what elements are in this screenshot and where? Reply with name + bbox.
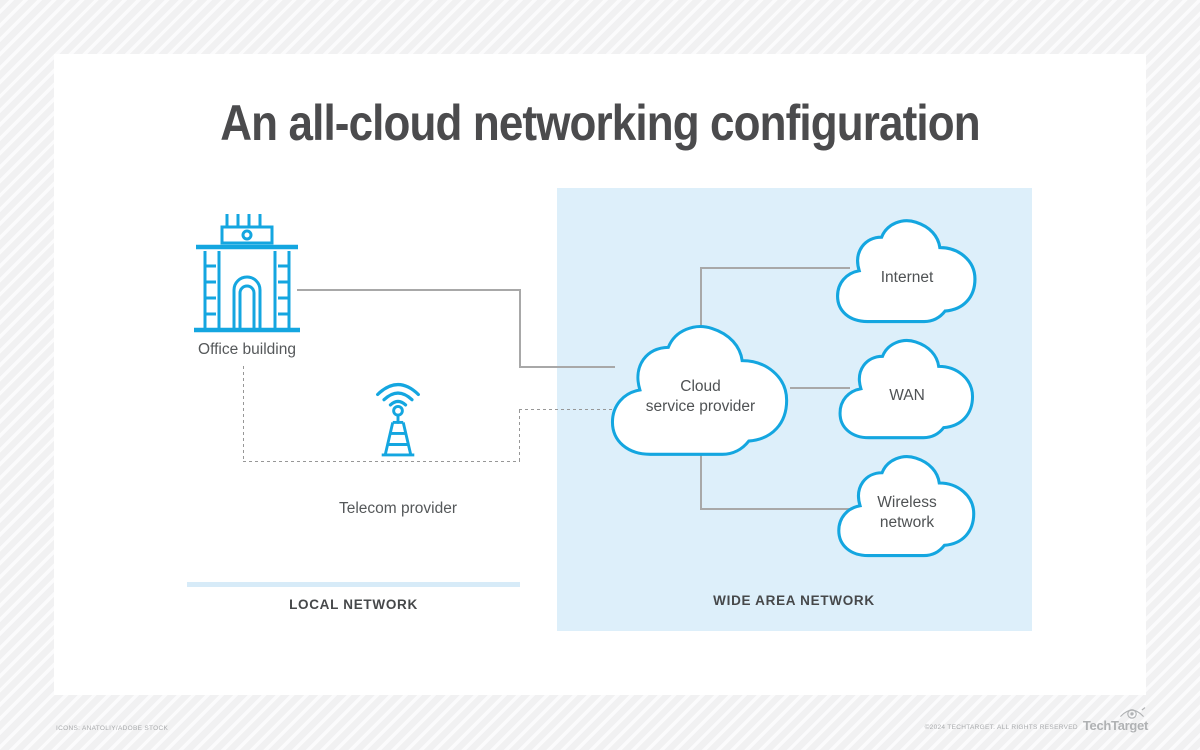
telecom-provider-label: Telecom provider <box>338 500 458 517</box>
connector-csp-to-wan <box>790 387 850 389</box>
cloud-service-provider-label: Cloud service provider <box>646 361 755 417</box>
connector-csp-to-wireless <box>700 508 850 510</box>
connector-dashed-to-csp <box>519 409 615 411</box>
connector-dashed-up <box>519 410 521 462</box>
cloud-service-provider-node: Cloud service provider <box>593 318 808 460</box>
connector-dashed-office-down <box>243 366 245 462</box>
techtarget-logo: TechTarget <box>1083 706 1148 732</box>
csp-label-line1: Cloud <box>680 378 721 395</box>
techtarget-eye-icon <box>1120 707 1146 719</box>
csp-label-line2: service provider <box>645 398 756 415</box>
wan-label: WAN <box>889 387 925 404</box>
connector-office-to-csp-h1 <box>297 289 520 291</box>
connector-dashed-through-telecom <box>243 461 520 463</box>
internet-node: Internet <box>826 214 988 326</box>
internet-label: Internet <box>880 269 934 286</box>
telecom-tower-icon <box>366 342 430 490</box>
footer-right: ©2024 TECHTARGET. ALL RIGHTS RESERVED Te… <box>925 706 1148 732</box>
wireless-network-label: Wireless network <box>877 477 936 533</box>
office-building-label: Office building <box>198 341 296 358</box>
wireless-network-node: Wireless network <box>826 450 988 560</box>
office-building-icon <box>192 212 302 334</box>
wireless-label-line1: Wireless <box>877 494 937 511</box>
connector-office-to-csp-v <box>519 289 521 367</box>
wan-node: WAN <box>826 334 988 442</box>
wide-area-network-section-label: WIDE AREA NETWORK <box>713 593 875 608</box>
icons-credit: ICONS: ANATOLIY/ADOBE STOCK <box>56 725 169 732</box>
local-network-section-label: LOCAL NETWORK <box>289 597 418 612</box>
local-network-underline <box>187 582 520 587</box>
connector-csp-to-internet <box>700 267 850 269</box>
page-title: An all-cloud networking configuration <box>220 95 980 151</box>
connector-office-to-csp-h2 <box>519 366 615 368</box>
copyright-text: ©2024 TECHTARGET. ALL RIGHTS RESERVED <box>924 723 1078 731</box>
wireless-label-line2: network <box>879 514 935 531</box>
techtarget-wordmark: TechTarget <box>1082 718 1148 733</box>
